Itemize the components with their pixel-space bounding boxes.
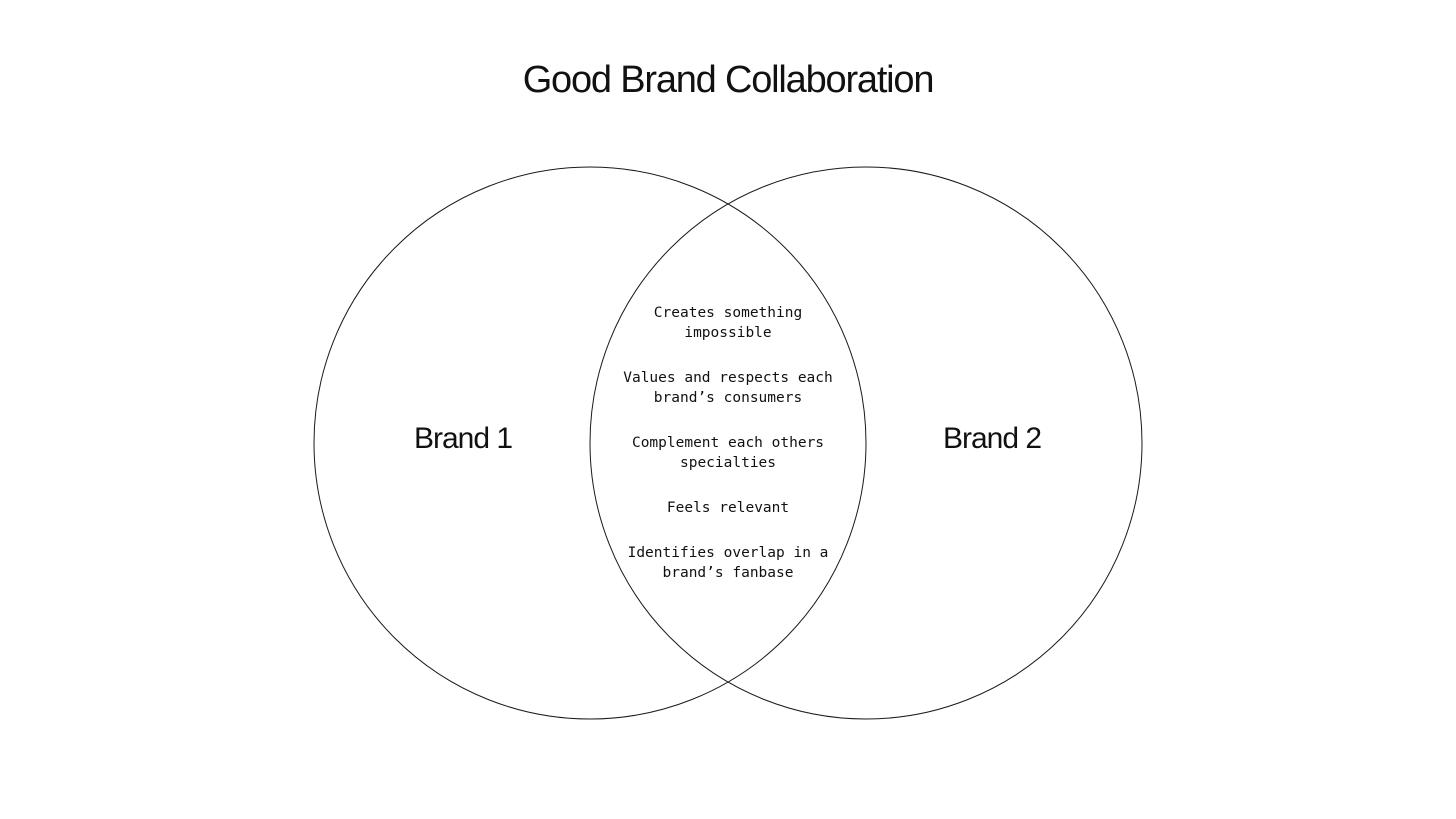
brand-2-label: Brand 2 [942, 422, 1042, 455]
brand-2-circle [589, 166, 1143, 720]
diagram-title: Good Brand Collaboration [522, 59, 935, 101]
overlap-list: Creates something impossible Values and … [608, 303, 848, 608]
brand-1-circle [313, 166, 867, 720]
overlap-item: Feels relevant [666, 500, 790, 516]
overlap-item: Identifies overlap in a brand’s fanbase [627, 545, 829, 581]
brand-1-label: Brand 1 [413, 422, 513, 455]
overlap-item: Values and respects each brand’s consume… [623, 370, 833, 406]
overlap-item: Creates something impossible [653, 305, 803, 341]
overlap-item: Complement each others specialties [631, 435, 825, 471]
